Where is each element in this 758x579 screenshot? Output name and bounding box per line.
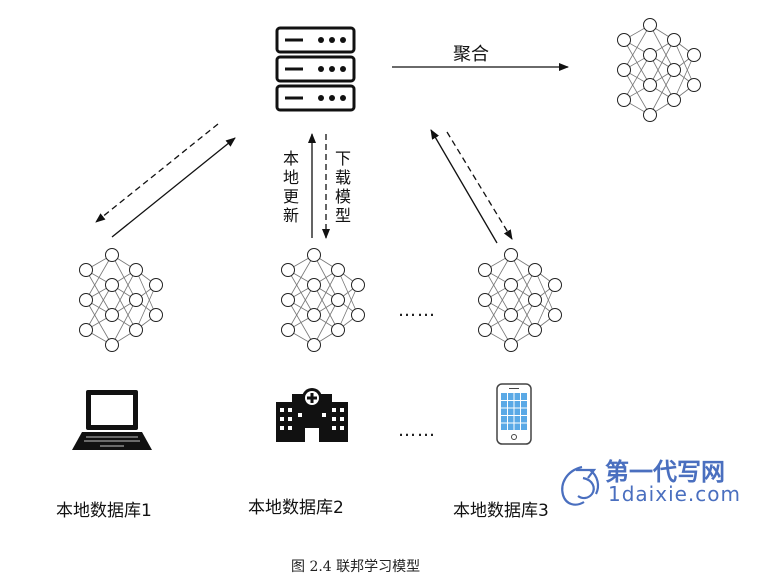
global-model-network-icon (617, 18, 701, 122)
local-network-icon-3 (478, 248, 562, 352)
ellipsis-devices: …… (398, 420, 436, 441)
ellipsis-networks: …… (398, 300, 436, 321)
database-label-2: 本地数据库2 (248, 498, 344, 518)
laptop-icon (72, 390, 152, 450)
watermark-url: 1daixie.com (608, 482, 742, 506)
figure-caption: 图 2.4 联邦学习模型 (291, 559, 421, 575)
local-update-label: 本地更新 (282, 149, 299, 225)
left-upload-arrow (111, 137, 236, 238)
watermark-brand: 第一代写网 (605, 458, 725, 486)
hospital-icon (276, 388, 348, 442)
left-download-arrow (95, 123, 219, 223)
database-label-1: 本地数据库1 (56, 501, 152, 521)
local-network-icon-2 (281, 248, 365, 352)
database-label-3: 本地数据库3 (453, 501, 549, 521)
smartphone-icon (496, 383, 532, 445)
aggregate-label: 聚合 (453, 44, 489, 65)
local-network-icon-1 (79, 248, 163, 352)
watermark-logo-icon (561, 465, 600, 506)
right-download-arrow (446, 131, 513, 240)
download-model-label: 下载模型 (334, 149, 351, 225)
server-icon (275, 26, 356, 112)
right-upload-arrow (430, 129, 498, 244)
